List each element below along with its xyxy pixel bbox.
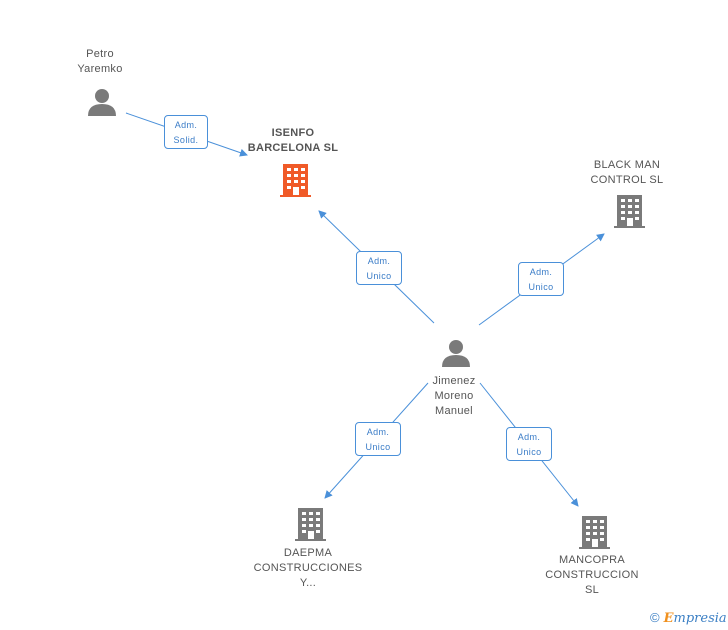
building-icon[interactable] [614,195,645,228]
edge-label-line: Adm. [529,267,553,277]
edge-label-line: Unico [366,271,392,281]
building-icon[interactable] [579,516,610,549]
node-label-line: MANCOPRA [559,554,625,566]
edge-label-adm-unico: Adm. Unico [518,262,564,296]
node-label-line: CONSTRUCCIONES [253,562,363,574]
edge-label-adm-unico: Adm. Unico [355,422,401,456]
building-icon[interactable] [295,508,326,541]
node-label-line: BARCELONA SL [247,142,339,154]
node-label-line: Yaremko [77,63,123,75]
node-label-line: CONSTRUCCION [545,569,639,581]
brand-initial: E [663,611,674,626]
node-label-line: CONTROL SL [590,174,664,186]
edge-label-line: Unico [516,447,542,457]
edge-label-adm-unico: Adm. Unico [506,427,552,461]
node-label-line: Jimenez [432,375,476,387]
node-label-line: Moreno [434,390,474,402]
node-label-line: DAEPMA [283,547,333,559]
edge-label-line: Adm. [517,432,541,442]
edge-label-line: Unico [365,442,391,452]
person-icon[interactable] [442,340,470,367]
node-label-line: Petro [86,48,114,60]
edge-label-line: Adm. [366,427,390,437]
person-icon[interactable] [88,89,116,116]
node-label-mancopra-construccion[interactable]: MANCOPRA CONSTRUCCION SL [532,553,652,598]
node-label-line: Y... [299,577,317,589]
node-label-jimenez-moreno-manuel[interactable]: Jimenez Moreno Manuel [404,374,504,419]
brand-name: mpresia [673,611,727,626]
node-label-line: Manuel [435,405,473,417]
copyright-symbol: © [650,610,660,625]
node-label-daepma-construcciones[interactable]: DAEPMA CONSTRUCCIONES Y... [248,546,368,591]
edge-label-adm-unico: Adm. Unico [356,251,402,285]
edge-label-line: Unico [528,282,554,292]
node-label-line: BLACK MAN [593,159,661,171]
node-label-petro-yaremko[interactable]: Petro Yaremko [50,47,150,77]
node-label-line: ISENFO [271,127,315,139]
node-label-line: SL [584,584,600,596]
empresia-logo[interactable]: ©Empresia [650,610,727,626]
edge-label-adm-solid: Adm. Solid. [164,115,208,149]
node-label-black-man-control[interactable]: BLACK MAN CONTROL SL [577,158,677,188]
node-label-isenfo-barcelona[interactable]: ISENFO BARCELONA SL [243,126,343,156]
edge-label-line: Adm. [174,120,198,130]
edge-label-line: Adm. [367,256,391,266]
edge-label-line: Solid. [173,135,199,145]
building-icon[interactable] [280,164,311,197]
